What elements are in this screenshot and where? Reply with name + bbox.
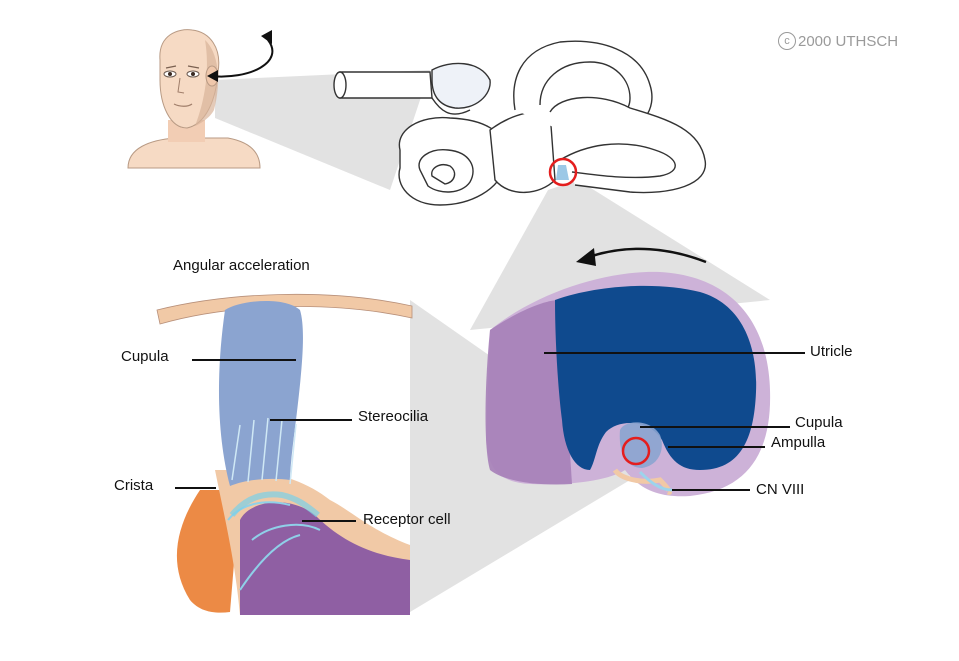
head-rotation-arrowhead-tip (261, 30, 272, 44)
inner-ear-ampulla-highlight (548, 157, 578, 187)
label-ampulla: Ampulla (771, 434, 826, 451)
inner-ear-labyrinth (333, 40, 706, 206)
label-cupula-right: Cupula (795, 414, 843, 431)
head-illustration (127, 29, 261, 169)
head-rotation-arrow (209, 39, 274, 78)
copyright-notice: c 2000 UTHSCH (778, 32, 898, 50)
copyright-text: 2000 UTHSCH (798, 32, 899, 50)
label-cn-viii: CN VIII (756, 481, 805, 498)
crista-detail (156, 293, 413, 615)
label-utricle: Utricle (810, 343, 853, 360)
label-angular-acceleration: Angular acceleration (173, 257, 310, 274)
zoom-wedge-head (215, 70, 430, 190)
leader-lines (175, 352, 805, 522)
label-cupula-left: Cupula (121, 348, 169, 365)
inner-ear-ampulla-fill (556, 165, 569, 180)
rotation-arrowhead (576, 248, 596, 266)
cross-section-ampulla-highlight (621, 436, 651, 466)
label-crista: Crista (114, 477, 154, 494)
label-receptor-cell: Receptor cell (363, 511, 451, 528)
copyright-symbol: c (778, 32, 796, 50)
utricle-cross-section (485, 271, 771, 497)
label-stereocilia: Stereocilia (358, 408, 429, 425)
rotation-arrow (591, 247, 707, 264)
head-rotation-arrowhead-tail (207, 70, 218, 82)
